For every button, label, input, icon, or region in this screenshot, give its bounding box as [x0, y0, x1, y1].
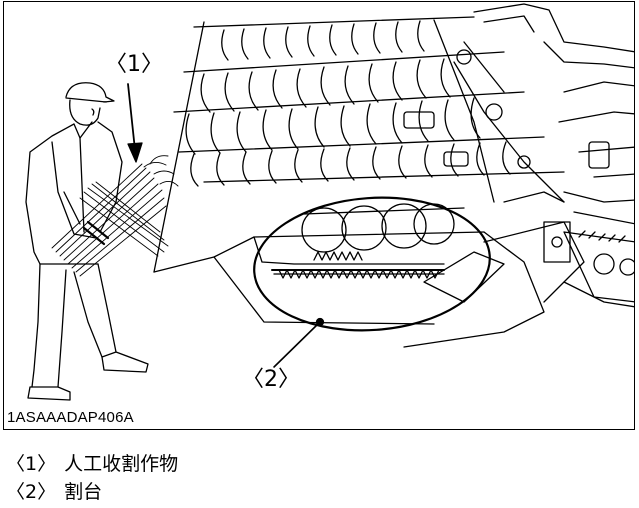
reel	[153, 16, 565, 273]
legend-number: 〈2〉	[6, 481, 57, 503]
legend-text: 人工收割作物	[64, 453, 179, 475]
harvester-body	[473, 3, 634, 308]
callout-2-label: 〈2〉	[242, 367, 300, 392]
arrow-1	[127, 83, 143, 163]
legend-item: 〈1〉人工收割作物	[6, 455, 178, 474]
callout-1-label: 〈1〉	[105, 52, 163, 77]
figure-frame: 〈1〉 〈2〉 1ASAAADAP406A	[3, 1, 635, 430]
header-highlight-ellipse	[253, 196, 491, 332]
figure-code: 1ASAAADAP406A	[7, 409, 134, 426]
crop-bundle	[51, 155, 179, 277]
harvester-illustration	[25, 3, 634, 401]
worker-figure	[25, 82, 179, 401]
leader-line-2	[273, 321, 321, 368]
legend-text: 割台	[64, 481, 103, 503]
legend-number: 〈1〉	[6, 453, 57, 475]
leader-dot-2	[315, 317, 325, 327]
header-platform	[153, 191, 585, 348]
legend-item: 〈2〉割台	[6, 483, 102, 502]
